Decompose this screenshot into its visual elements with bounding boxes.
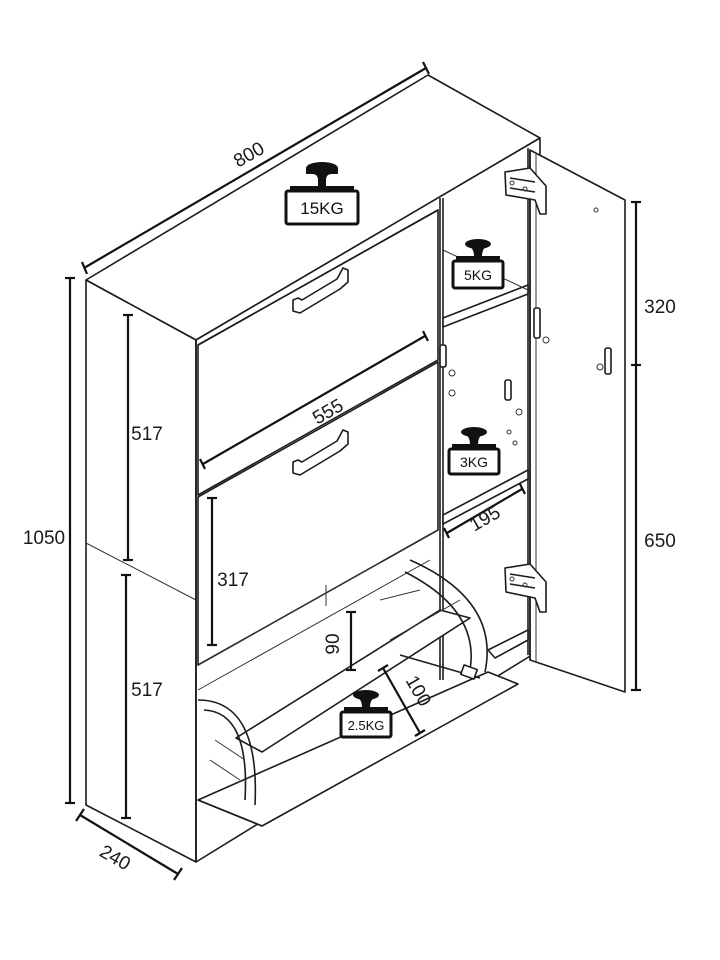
bottom-hinge xyxy=(504,563,547,613)
dim-drawer-height: 317 xyxy=(217,570,249,591)
right-support-arm xyxy=(409,559,488,673)
upper-flap-drawer xyxy=(197,209,439,496)
dim-lower-section: 517 xyxy=(131,680,163,701)
weight-icon-top: 15KG xyxy=(284,162,360,226)
middle-shelf xyxy=(442,469,529,525)
weight-icon-shelf-middle: 3KG xyxy=(447,427,501,476)
dim-width-top: 800 xyxy=(230,138,268,172)
weight-label-flap: 2.5KG xyxy=(348,718,385,733)
dim-upper-section: 517 xyxy=(131,424,163,445)
cabinet-door xyxy=(504,149,626,693)
right-compartment xyxy=(439,249,529,659)
weight-label-shelf-middle: 3KG xyxy=(460,454,488,470)
upper-drawer-handle xyxy=(292,267,349,314)
dim-depth: 240 xyxy=(96,841,134,875)
dim-door-upper: 320 xyxy=(644,297,676,318)
middle-drawer-handle xyxy=(292,429,349,476)
upper-shelf xyxy=(442,284,529,328)
dimension-lines xyxy=(65,61,641,881)
weight-label-top: 15KG xyxy=(300,199,343,218)
side-seam xyxy=(85,542,197,601)
weight-label-shelf-upper: 5KG xyxy=(464,267,492,283)
dim-door-lower: 650 xyxy=(644,531,676,552)
weight-icon-flap: 2.5KG xyxy=(339,690,393,739)
dim-height-total: 1050 xyxy=(23,528,65,549)
door-bracket xyxy=(533,307,541,339)
shoe-rack-shelf xyxy=(235,609,471,753)
weight-icon-shelf-upper: 5KG xyxy=(451,239,505,290)
dim-rack-height: 90 xyxy=(323,633,344,654)
left-support-arm xyxy=(197,699,257,806)
top-hinge xyxy=(504,167,547,215)
